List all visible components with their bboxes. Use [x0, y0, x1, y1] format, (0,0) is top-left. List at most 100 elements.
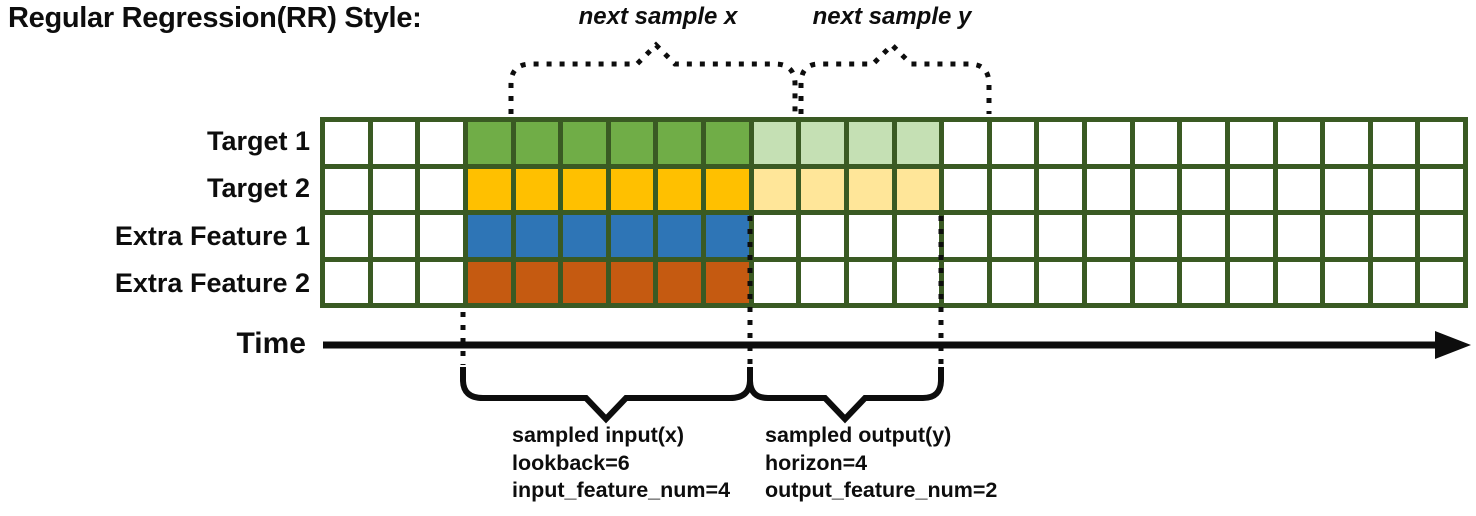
- cell-row4-col16: [1039, 261, 1082, 303]
- cell-row1-col15: [991, 122, 1035, 164]
- cell-row3-col18: [1134, 215, 1178, 257]
- cell-row3-col22: [1325, 215, 1368, 257]
- cell-row2-col10: [753, 168, 797, 210]
- input-feature-num-value: input_feature_num=4: [512, 478, 731, 502]
- cell-row4-col18: [1134, 261, 1178, 303]
- cell-row2-col7: [610, 168, 654, 210]
- output-feature-num-value: output_feature_num=2: [765, 478, 998, 502]
- cell-row1-col1: [325, 122, 368, 164]
- sampled-input-title: sampled input(x): [512, 423, 685, 447]
- cell-row2-col8: [658, 168, 701, 210]
- cell-row1-col20: [1229, 122, 1273, 164]
- cell-row1-col10: [753, 122, 797, 164]
- lookback-value: lookback=6: [512, 450, 630, 475]
- cell-row3-col5: [515, 215, 559, 257]
- cell-row1-col18: [1134, 122, 1178, 164]
- cell-row4-col20: [1229, 261, 1273, 303]
- cell-row1-col11: [801, 122, 844, 164]
- cell-row2-col23: [1372, 168, 1416, 210]
- cell-row1-col4: [467, 122, 511, 164]
- cell-row2-col2: [372, 168, 416, 210]
- cell-row4-col10: [753, 261, 797, 303]
- cell-row1-col9: [706, 122, 749, 164]
- next-sample-y-label: next sample y: [812, 3, 972, 30]
- cell-row2-col19: [1182, 168, 1225, 210]
- cell-row3-col10: [753, 215, 797, 257]
- cell-row1-col3: [420, 122, 463, 164]
- cell-row2-col15: [991, 168, 1035, 210]
- cell-row3-col14: [944, 215, 987, 257]
- row-label-target-1: Target 1: [206, 126, 310, 156]
- cell-row2-col9: [706, 168, 749, 210]
- cell-row4-col4: [467, 261, 511, 303]
- cell-row2-col21: [1277, 168, 1321, 210]
- cell-row2-col1: [325, 168, 368, 210]
- cell-row1-col21: [1277, 122, 1321, 164]
- sampled-input-brace: [460, 367, 753, 424]
- cell-row1-col22: [1325, 122, 1368, 164]
- cell-row3-col15: [991, 215, 1035, 257]
- cell-row1-col2: [372, 122, 416, 164]
- cell-row3-col16: [1039, 215, 1082, 257]
- cell-row4-col24: [1420, 261, 1463, 303]
- cell-row2-col11: [801, 168, 844, 210]
- cell-row2-col6: [563, 168, 606, 210]
- cell-row1-col8: [658, 122, 701, 164]
- cell-row2-col22: [1325, 168, 1368, 210]
- cell-row3-col19: [1182, 215, 1225, 257]
- cell-row3-col17: [1087, 215, 1130, 257]
- cell-row3-col4: [467, 215, 511, 257]
- cell-row2-col20: [1229, 168, 1273, 210]
- cell-row1-col5: [515, 122, 559, 164]
- next-sample-x-brace: [508, 41, 798, 114]
- cell-row4-col22: [1325, 261, 1368, 303]
- cell-row1-col6: [563, 122, 606, 164]
- cell-row1-col23: [1372, 122, 1416, 164]
- cell-row1-col14: [944, 122, 987, 164]
- cell-row4-col14: [944, 261, 987, 303]
- cell-row2-col16: [1039, 168, 1082, 210]
- sampled-input-note: sampled input(x) lookback=6 input_featur…: [512, 422, 730, 505]
- cell-row4-col23: [1372, 261, 1416, 303]
- cell-row2-col18: [1134, 168, 1178, 210]
- sampled-output-title: sampled output(y): [765, 423, 952, 447]
- cell-row4-col12: [848, 261, 892, 303]
- sampled-output-brace: [747, 367, 944, 424]
- cell-row4-col3: [420, 261, 463, 303]
- sample-grid: [320, 117, 1468, 308]
- cell-row3-col2: [372, 215, 416, 257]
- cell-row1-col7: [610, 122, 654, 164]
- row-label-target-2: Target 2: [206, 173, 310, 203]
- cell-row3-col3: [420, 215, 463, 257]
- next-sample-y-brace: [798, 41, 992, 114]
- cell-row3-col24: [1420, 215, 1463, 257]
- cell-row4-col13: [896, 261, 940, 303]
- cell-row3-col11: [801, 215, 844, 257]
- cell-row4-col6: [563, 261, 606, 303]
- cell-row2-col24: [1420, 168, 1463, 210]
- cell-row1-col13: [896, 122, 940, 164]
- cell-row4-col17: [1087, 261, 1130, 303]
- time-axis-label: Time: [236, 327, 306, 360]
- cell-row2-col5: [515, 168, 559, 210]
- cell-row4-col2: [372, 261, 416, 303]
- cell-row3-col13: [896, 215, 940, 257]
- cell-row3-col9: [706, 215, 749, 257]
- cell-row3-col1: [325, 215, 368, 257]
- row-label-extra-feature-1: Extra Feature 1: [114, 221, 310, 251]
- cell-row1-col24: [1420, 122, 1463, 164]
- cell-row1-col16: [1039, 122, 1082, 164]
- cell-row4-col15: [991, 261, 1035, 303]
- next-sample-x-label: next sample x: [578, 3, 738, 30]
- cell-row2-col14: [944, 168, 987, 210]
- cell-row3-col20: [1229, 215, 1273, 257]
- cell-row4-col5: [515, 261, 559, 303]
- cell-row4-col1: [325, 261, 368, 303]
- cell-row3-col7: [610, 215, 654, 257]
- cell-row2-col13: [896, 168, 940, 210]
- cell-row3-col23: [1372, 215, 1416, 257]
- cell-row3-col8: [658, 215, 701, 257]
- cell-row1-col12: [848, 122, 892, 164]
- cell-row4-col7: [610, 261, 654, 303]
